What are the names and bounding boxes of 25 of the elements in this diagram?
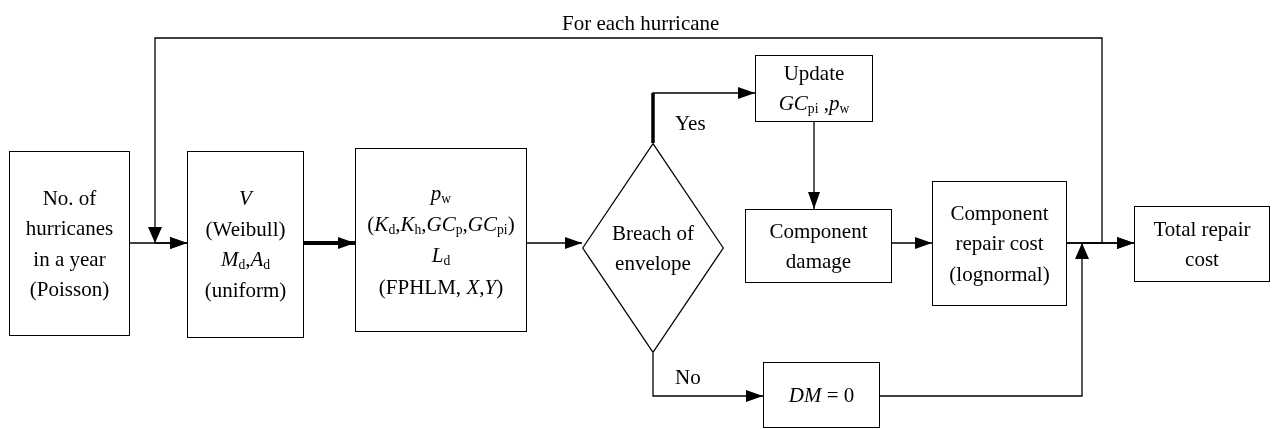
decision-diamond	[582, 143, 724, 353]
node-text: Component repair cost (lognormal)	[948, 199, 1051, 288]
node-text: M$_{d}$,A$_{d}$	[220, 246, 271, 275]
process-box	[932, 181, 1067, 306]
process-box	[1134, 206, 1270, 282]
node-text: V	[239, 185, 252, 213]
node-text: (uniform)	[204, 277, 287, 305]
node-text: (FPHLM, X,Y)	[378, 273, 504, 301]
node-text: p$_{w}$	[430, 179, 452, 209]
process-box	[745, 209, 892, 283]
node-text: (Weibull)	[205, 215, 286, 243]
process-box	[763, 362, 880, 428]
node-text: Breach of envelope	[610, 219, 696, 277]
node-text: DM = 0	[788, 381, 855, 409]
process-box	[355, 148, 527, 332]
node-text: L$_{d}$	[431, 242, 451, 271]
node-text: Component damage	[768, 217, 869, 275]
node-text: No. of hurricanes in a year (Poisson)	[24, 184, 115, 303]
node-text: Update	[783, 59, 845, 87]
process-box	[755, 55, 873, 122]
node-text: GC$_{pi}$ ,p$_{w}$	[778, 90, 850, 119]
node-text: Total repair cost	[1152, 215, 1252, 273]
process-box	[9, 151, 130, 336]
process-box	[187, 151, 304, 338]
node-text: (K$_{d}$,K$_{h}$,GC$_{p}$,GC$_{pi}$)	[367, 211, 515, 240]
